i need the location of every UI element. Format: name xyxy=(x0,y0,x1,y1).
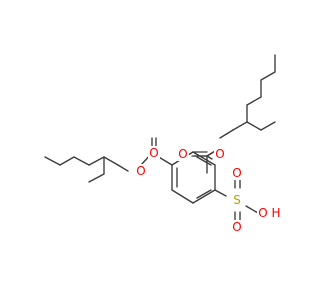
atom-o-carbonyl-upper: O xyxy=(178,147,187,161)
atom-o-sulfonyl-top: O xyxy=(232,166,241,180)
upper-alkyl-chain xyxy=(232,54,276,131)
upper-ester-group xyxy=(191,129,234,174)
atom-o-carbonyl-lower: O xyxy=(149,146,158,160)
atom-sulfur: S xyxy=(233,193,241,207)
atom-o-sulfonyl-bottom: O xyxy=(232,220,241,234)
benzene-ring xyxy=(171,151,216,204)
atom-hydroxyl-o: O xyxy=(258,206,267,220)
structure-diagram: O O O O S O O O H xyxy=(44,54,282,234)
lower-alkyl-chain xyxy=(44,156,129,183)
atom-labels: O O O O S O O O H xyxy=(135,146,282,234)
atom-o-ester-upper: O xyxy=(215,147,224,161)
atom-o-ester-lower: O xyxy=(136,164,145,178)
atom-hydroxyl-h: H xyxy=(271,206,280,220)
